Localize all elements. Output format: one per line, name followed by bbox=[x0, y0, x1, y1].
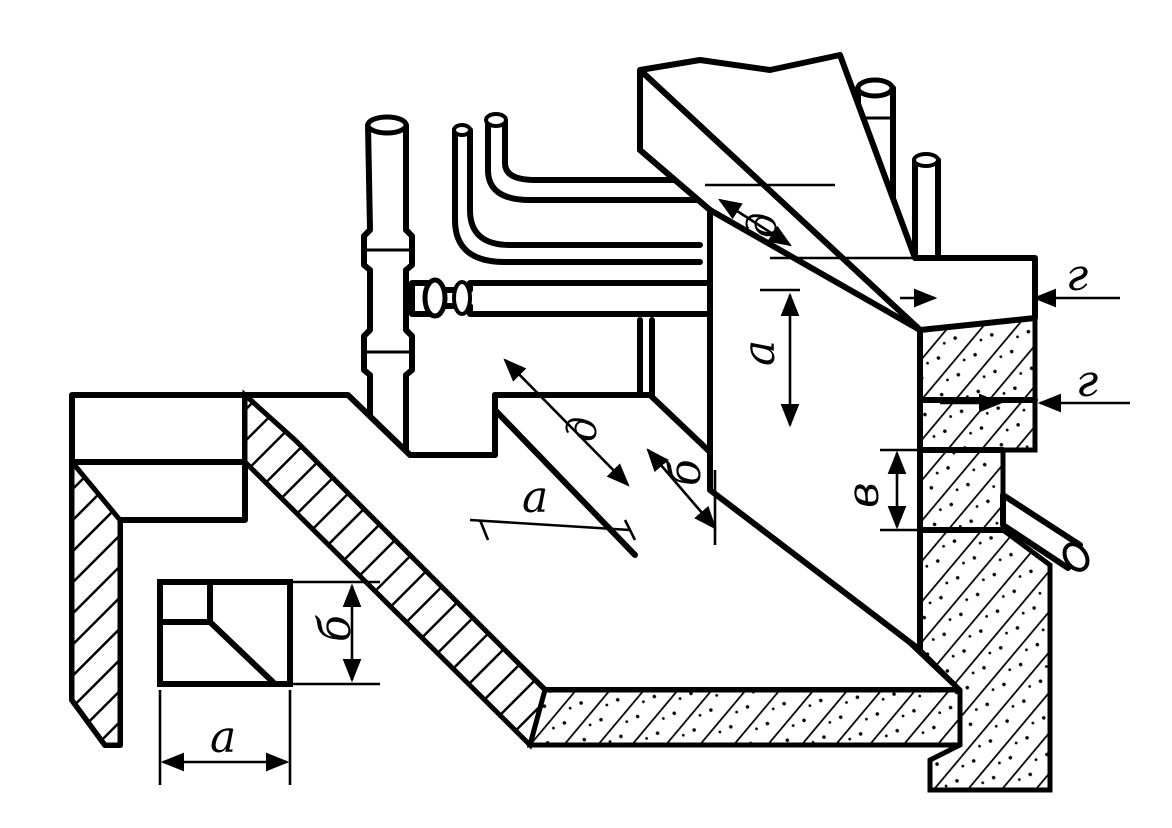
dim-a-beam bbox=[760, 288, 800, 428]
label-a-inset: а bbox=[210, 712, 236, 763]
dim-a-inset bbox=[158, 690, 292, 785]
dim-d-beam bbox=[705, 183, 915, 260]
riser-pipe-right-thin bbox=[912, 152, 941, 265]
label-d-beam: д bbox=[740, 213, 786, 238]
left-wall bbox=[69, 392, 248, 748]
inset-section bbox=[157, 579, 293, 687]
label-g-mid: г bbox=[1076, 356, 1098, 407]
dim-d-channel bbox=[503, 358, 630, 487]
label-v-wall: в bbox=[838, 482, 889, 508]
dim-b-channel bbox=[646, 448, 717, 545]
right-wall bbox=[917, 315, 1053, 793]
bent-pipe-outer bbox=[452, 123, 703, 265]
label-g-top: г bbox=[1066, 250, 1088, 301]
bent-pipe-inner bbox=[484, 112, 703, 203]
horizontal-pipe-tee bbox=[409, 277, 715, 319]
wall-pipe bbox=[1000, 492, 1090, 572]
label-b-channel: б bbox=[660, 459, 711, 486]
overhead-beam bbox=[637, 52, 1038, 653]
label-d-channel: д bbox=[560, 417, 606, 442]
dim-v-wall bbox=[880, 448, 920, 532]
dim-b-inset bbox=[290, 580, 380, 686]
dim-a-channel bbox=[469, 518, 637, 541]
label-a-channel: а bbox=[522, 472, 548, 523]
support-post bbox=[637, 317, 655, 398]
riser-pipe-left bbox=[361, 114, 415, 453]
label-a-beam: а bbox=[734, 340, 785, 366]
floor-slab bbox=[242, 389, 963, 750]
label-b-inset: б bbox=[310, 615, 361, 642]
